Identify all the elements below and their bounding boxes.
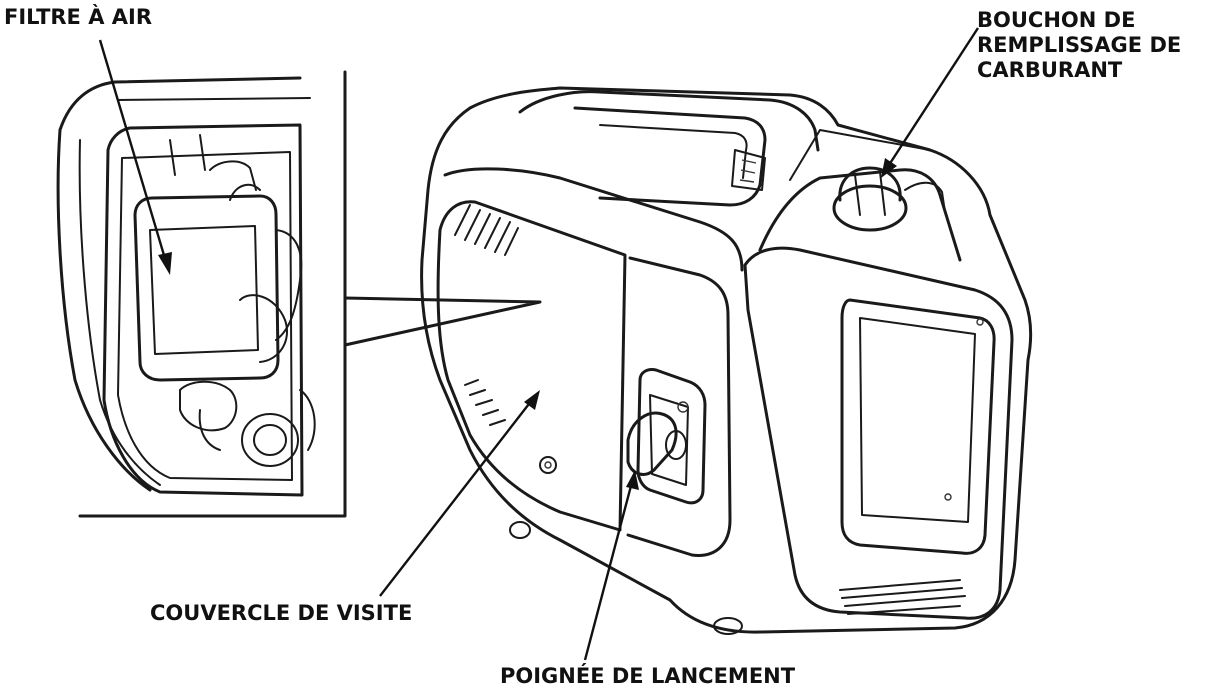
inset-housing-top: [58, 76, 302, 132]
leader-service-cover: [379, 399, 533, 597]
inset-detail: [56, 70, 542, 518]
inset-hose: [209, 160, 257, 191]
inset-callout-wedge: [343, 296, 542, 347]
inset-opening: [102, 123, 304, 497]
label-fuel-cap-line3: CARBURANT: [977, 58, 1123, 82]
leader-fuel-cap: [885, 27, 980, 169]
label-service-cover: COUVERCLE DE VISITE: [150, 601, 413, 625]
starter-screw: [677, 401, 689, 413]
fuel-cap-base: [832, 184, 908, 232]
inset-bottom-part: [179, 380, 238, 432]
inset-engine-part-1: [275, 229, 303, 341]
fuel-cap-top: [838, 166, 902, 202]
front-end-frame: [743, 246, 1014, 620]
leader-air-filter: [98, 39, 168, 263]
inset-pipe-end-inner: [253, 424, 287, 456]
label-fuel-cap: BOUCHON DE REMPLISSAGE DE CARBURANT: [977, 8, 1181, 83]
leader-service-cover-head: [524, 390, 540, 410]
inset-pipe-end: [241, 413, 299, 467]
inset-right-edge: [299, 389, 316, 451]
tank-ridge: [789, 129, 931, 181]
leader-air-filter-head: [158, 252, 172, 275]
panel-top-edge: [443, 167, 744, 272]
inset-frame: [78, 70, 347, 518]
handle-grip-inner: [599, 124, 748, 179]
front-bottom-vents: [839, 579, 966, 615]
generator-body: [420, 86, 1033, 635]
fuel-cap-vent-lever: [904, 181, 946, 213]
generator-outer-shell: [420, 86, 1033, 634]
air-filter-clip: [229, 183, 261, 201]
fuel-cap-grip: [854, 171, 886, 216]
handle-outer: [518, 90, 820, 152]
leader-lines: [98, 27, 980, 661]
inset-housing-lip: [117, 97, 311, 101]
starter-recess-inner: [649, 394, 689, 486]
leader-fuel-cap-head: [881, 158, 897, 178]
handle-vent: [731, 149, 766, 191]
cover-screw-center: [544, 461, 552, 469]
air-filter-face: [149, 225, 259, 355]
inset-opening-inner: [117, 151, 293, 481]
starter-recess: [636, 368, 707, 505]
label-fuel-cap-line2: REMPLISSAGE DE: [977, 33, 1182, 57]
foot-right: [713, 617, 743, 635]
starter-grip-pivot: [665, 430, 687, 460]
inset-housing-inner: [78, 139, 161, 486]
inset-housing-left: [56, 128, 152, 492]
label-fuel-cap-line1: BOUCHON DE: [977, 8, 1136, 32]
front-panel-screw-bottom: [944, 493, 952, 501]
front-panel-inner: [859, 317, 976, 523]
service-cover-vents: [454, 204, 519, 256]
handle-grip: [573, 106, 767, 207]
leader-starter-grip: [583, 481, 634, 661]
lower-vents: [464, 379, 506, 426]
right-side-panel: [626, 256, 732, 557]
handle-vent-lines: [739, 159, 757, 183]
front-panel-screw-top: [976, 318, 984, 326]
foot-left: [509, 521, 531, 539]
inset-pipe: [198, 409, 221, 451]
inset-engine-part-2: [239, 294, 288, 363]
cover-screw: [539, 456, 557, 474]
inset-bracket: [169, 134, 206, 176]
label-starter-grip: POIGNÉE DE LANCEMENT: [500, 664, 796, 688]
label-air-filter: FILTRE À AIR: [4, 5, 153, 29]
front-panel: [840, 298, 996, 555]
leader-starter-grip-head: [626, 470, 639, 490]
service-cover-panel: [436, 200, 627, 532]
